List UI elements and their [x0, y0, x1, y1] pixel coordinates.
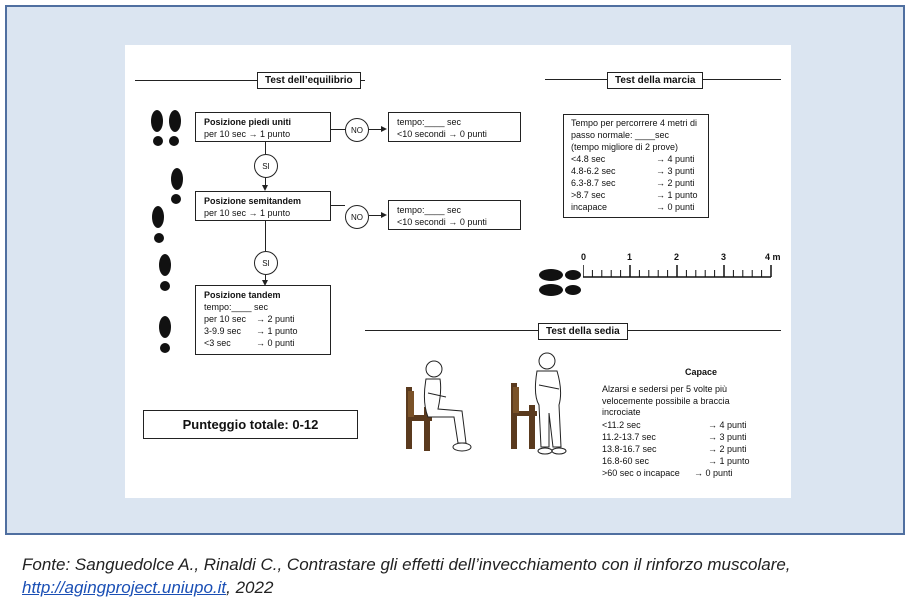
ruler-label-0: 0 [581, 252, 587, 262]
gait-row: incapace→ 0 punti [571, 202, 695, 212]
tandem-box: Posizione tandem tempo:____ sec per 10 s… [195, 285, 331, 355]
semitandem-result: 1 punto [260, 208, 291, 218]
chair-row-result: 4 punti [719, 420, 747, 430]
feet-together-box: Posizione piedi uniti per 10 sec → 1 pun… [195, 112, 331, 142]
tandem-time: tempo:____ sec [204, 302, 269, 312]
tandem-row-condition: <3 sec [204, 338, 231, 348]
gait-instruction-1: Tempo per percorrere 4 metri di [571, 118, 698, 128]
ruler-label-3: 3 [721, 252, 727, 262]
arrow-down-icon [262, 185, 268, 191]
chair-row-condition: 16.8-60 sec [602, 456, 650, 466]
sppb-diagram: Test dell’equilibrio Posizione piedi uni… [125, 45, 791, 498]
semitandem-title: Posizione semitandem [204, 196, 302, 206]
fail-2-condition: <10 secondi [397, 217, 446, 227]
chair-row: 13.8-16.7 sec→ 2 punti [602, 444, 747, 454]
fail-1-time: tempo:____ sec [397, 117, 462, 127]
chair-row-result: 2 punti [719, 444, 747, 454]
tandem-row: <3 sec→ 0 punti [204, 338, 295, 348]
gait-box: Tempo per percorrere 4 metri di passo no… [563, 114, 709, 218]
chair-row-condition: 11.2-13.7 sec [602, 432, 656, 442]
tandem-row: 3-9.9 sec→ 1 punto [204, 326, 298, 336]
fail-box-2: tempo:____ sec <10 secondi → 0 punti [388, 200, 521, 230]
tandem-title: Posizione tandem [204, 290, 281, 300]
chair-row: <11.2 sec→ 4 punti [602, 420, 747, 430]
chair-row-condition: 13.8-16.7 sec [602, 444, 657, 454]
semitandem-box: Posizione semitandem per 10 sec → 1 punt… [195, 191, 331, 221]
fail-2-result: 0 punti [459, 217, 487, 227]
tandem-row: per 10 sec→ 2 punti [204, 314, 295, 324]
fail-1-condition: <10 secondi [397, 129, 446, 139]
seated-person-icon [406, 360, 472, 452]
total-score-box: Punteggio totale: 0-12 [143, 410, 358, 439]
gait-row-result: 2 punti [667, 178, 695, 188]
chair-row: >60 sec o incapace→ 0 punti [602, 468, 733, 478]
chair-row: 11.2-13.7 sec→ 3 punti [602, 432, 747, 442]
gait-row-condition: >8.7 sec [571, 190, 606, 200]
chair-row: 16.8-60 sec→ 1 punto [602, 456, 750, 466]
fail-box-1: tempo:____ sec <10 secondi → 0 punti [388, 112, 521, 142]
gait-row-result: 1 punto [667, 190, 698, 200]
source-caption: Fonte: Sanguedolce A., Rinaldi C., Contr… [22, 553, 902, 599]
feet-together-title: Posizione piedi uniti [204, 117, 292, 127]
shoes-icon [539, 269, 581, 296]
chair-row-result: 0 punti [705, 468, 733, 478]
chair-instruction-3: incrociate [602, 407, 641, 417]
ruler-label-4: 4 m [765, 252, 781, 262]
chair-subtitle: Capace [685, 367, 718, 377]
gait-row-condition: 4.8-6.2 sec [571, 166, 616, 176]
feet-together-condition: per 10 sec [204, 129, 247, 139]
feet-icon [151, 110, 183, 353]
ruler-label-2: 2 [674, 252, 680, 262]
standing-person-icon [511, 352, 567, 455]
gait-row-result: 0 punti [667, 202, 695, 212]
semitandem-condition: per 10 sec [204, 208, 247, 218]
arrow-right-icon [381, 126, 387, 132]
gait-row-result: 3 punti [667, 166, 695, 176]
chair-instruction-1: Alzarsi e sedersi per 5 volte più [602, 384, 728, 394]
ruler-label-1: 1 [627, 252, 633, 262]
gait-row-result: 4 punti [667, 154, 695, 164]
feet-together-result: 1 punto [260, 129, 291, 139]
caption-text: Fonte: Sanguedolce A., Rinaldi C., Contr… [22, 555, 791, 574]
tandem-row-result: 1 punto [267, 326, 298, 336]
arrow-right-icon [381, 212, 387, 218]
chair-row-condition: >60 sec o incapace [602, 468, 680, 478]
no-node-2: NO [345, 205, 369, 229]
gait-row: >8.7 sec→ 1 punto [571, 190, 698, 200]
balance-title: Test dell’equilibrio [257, 72, 361, 89]
fail-2-time: tempo:____ sec [397, 205, 462, 215]
fail-1-result: 0 punti [459, 129, 487, 139]
tandem-row-condition: 3-9.9 sec [204, 326, 242, 336]
gait-row: 6.3-8.7 sec→ 2 punti [571, 178, 695, 188]
gait-row: 4.8-6.2 sec→ 3 punti [571, 166, 695, 176]
source-link[interactable]: http://agingproject.uniupo.it [22, 578, 227, 597]
gait-title: Test della marcia [607, 72, 704, 89]
no-node-1: NO [345, 118, 369, 142]
arrow-down-icon [262, 280, 268, 286]
gait-row-condition: 6.3-8.7 sec [571, 178, 616, 188]
meter-ruler [583, 265, 772, 278]
figure-frame: Test dell’equilibrio Posizione piedi uni… [5, 5, 905, 535]
chair-row-result: 1 punto [719, 456, 750, 466]
chair-row-condition: <11.2 sec [602, 420, 641, 430]
si-node-2: SI [254, 251, 278, 275]
tandem-row-condition: per 10 sec [204, 314, 247, 324]
tandem-row-result: 0 punti [267, 338, 295, 348]
caption-year: , 2022 [226, 578, 274, 597]
chair-title: Test della sedia [538, 323, 628, 340]
chair-instruction-2: velocemente possibile a braccia [602, 396, 730, 406]
gait-row-condition: incapace [571, 202, 608, 212]
gait-instruction-3: (tempo migliore di 2 prove) [571, 142, 679, 152]
chair-row-result: 3 punti [719, 432, 747, 442]
balance-divider-left [135, 80, 365, 81]
gait-row: <4.8 sec→ 4 punti [571, 154, 695, 164]
tandem-row-result: 2 punti [267, 314, 295, 324]
gait-instruction-2: passo normale: ____sec [571, 130, 670, 140]
si-node-1: SI [254, 154, 278, 178]
gait-row-condition: <4.8 sec [571, 154, 606, 164]
